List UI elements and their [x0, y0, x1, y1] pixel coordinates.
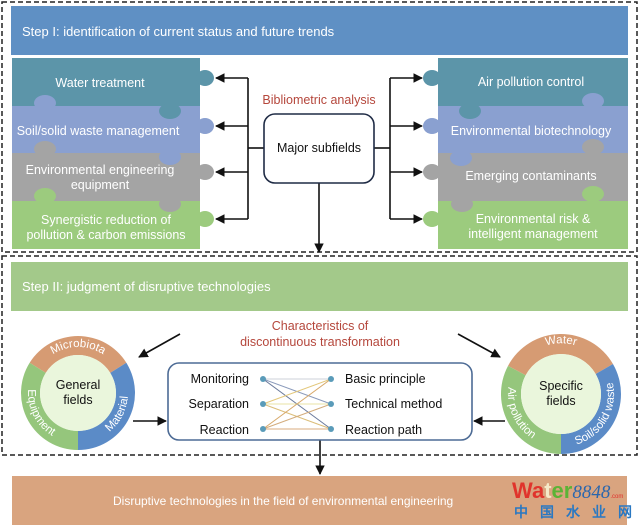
result-bar — [12, 476, 627, 525]
step2-section: Step II: judgment of disruptive technolo… — [1, 255, 638, 475]
ring-label-water: Water — [544, 334, 578, 348]
characteristics-label-line1: Characteristics of — [272, 319, 369, 333]
arrow-to-general-fields — [138, 333, 181, 358]
arrow-to-specific-fields — [457, 333, 501, 358]
step2-header — [11, 262, 628, 311]
puzzle-tab — [423, 70, 441, 86]
left-subfield-puzzle: Water treatment Soil/solid waste managem… — [12, 58, 214, 249]
puzzle-tab — [423, 164, 441, 180]
major-subfields-box — [263, 113, 375, 184]
matrix-dot — [260, 401, 266, 407]
subfield-emerging-contaminants: Emerging contaminants — [465, 169, 596, 183]
matrix-dots — [260, 376, 334, 432]
svg-text:Water8848.com: Water8848.com — [512, 478, 623, 503]
general-fields-center-line1: General — [56, 378, 100, 392]
step1-header — [11, 6, 628, 55]
transformation-matrix-box — [167, 362, 473, 441]
major-subfields-label: Major subfields — [277, 141, 361, 155]
general-fields-ring — [21, 336, 135, 450]
subfield-env-risk-line2: intelligent management — [468, 227, 598, 241]
ring-segment-material — [78, 362, 135, 450]
matrix-dot — [260, 426, 266, 432]
specific-fields-center-line2: fields — [546, 394, 575, 408]
step1-section: Step I: identification of current status… — [1, 1, 638, 253]
puzzle-tab — [196, 164, 214, 180]
puzzle-tab — [196, 118, 214, 134]
result-section: Disruptive technologies in the field of … — [12, 476, 627, 525]
watermark-chinese: 中国水业网 — [514, 504, 640, 521]
step2-dashed-border — [1, 255, 638, 456]
watermark-logo: Water8848.com 中国水业网 — [512, 478, 640, 521]
ring-label-microbiota: Microbiota — [49, 338, 109, 357]
matrix-right-technical-method: Technical method — [345, 397, 442, 411]
subfield-air-pollution: Air pollution control — [478, 75, 584, 89]
characteristics-label-line2: discontinuous transformation — [240, 335, 400, 349]
matrix-dot — [328, 426, 334, 432]
ring-segment-soil-solid-waste — [561, 364, 622, 454]
puzzle-tab — [423, 118, 441, 134]
step1-title: Step I: identification of current status… — [22, 24, 335, 39]
subfield-soil-waste: Soil/solid waste management — [17, 124, 180, 138]
matrix-left-separation: Separation — [189, 397, 250, 411]
subfield-env-risk-line1: Environmental risk & — [476, 212, 591, 226]
matrix-right-reaction-path: Reaction path — [345, 423, 422, 437]
puzzle-tab — [196, 70, 214, 86]
general-fields-center-line2: fields — [63, 393, 92, 407]
ring-segment-air-pollution — [501, 365, 561, 455]
ring-segment-water — [508, 333, 613, 376]
matrix-left-reaction: Reaction — [200, 423, 249, 437]
matrix-dot — [328, 376, 334, 382]
matrix-links — [262, 378, 332, 430]
matrix-dot — [328, 401, 334, 407]
puzzle-tab — [423, 211, 441, 227]
step1-connectors — [215, 73, 423, 253]
matrix-dot — [260, 376, 266, 382]
specific-fields-ring — [501, 333, 622, 455]
right-subfield-puzzle: Air pollution control Environmental biot… — [423, 58, 628, 249]
ring-segment-microbiota — [29, 336, 127, 373]
subfield-env-equipment-line2: equipment — [71, 178, 130, 192]
subfield-env-biotech: Environmental biotechnology — [451, 124, 612, 138]
puzzle-tab — [196, 211, 214, 227]
subfield-synergistic-line2: pollution & carbon emissions — [26, 228, 185, 242]
subfield-env-equipment-line1: Environmental engineering — [26, 163, 175, 177]
ring-center — [521, 354, 601, 434]
matrix-left-monitoring: Monitoring — [191, 372, 249, 386]
specific-fields-center-line1: Specific — [539, 379, 583, 393]
subfield-synergistic-line1: Synergistic reduction of — [41, 213, 171, 227]
ring-center — [40, 355, 116, 431]
matrix-right-basic-principle: Basic principle — [345, 372, 426, 386]
step2-title: Step II: judgment of disruptive technolo… — [22, 279, 271, 294]
subfield-water-treatment: Water treatment — [55, 76, 145, 90]
result-label: Disruptive technologies in the field of … — [113, 494, 453, 508]
ring-segment-equipment — [21, 362, 78, 450]
bibliometric-analysis-label: Bibliometric analysis — [262, 93, 375, 107]
